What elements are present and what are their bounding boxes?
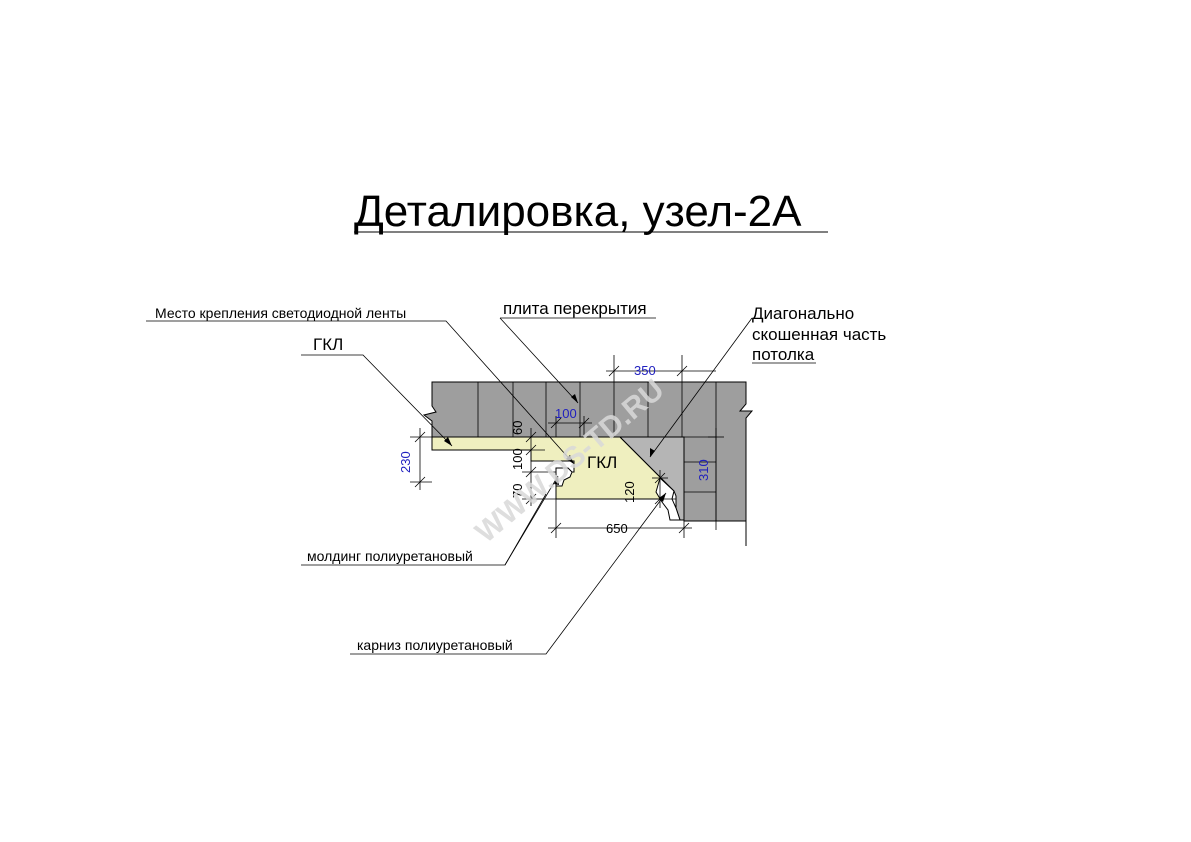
dim-60: 60 [510, 421, 525, 435]
dim-310: 310 [696, 459, 711, 481]
molding-profile [555, 467, 573, 487]
led-mount-label: Место крепления светодиодной ленты [155, 305, 406, 321]
gkl-left-label: ГКЛ [313, 335, 343, 354]
dim-650: 650 [606, 521, 628, 536]
diagonal-label-line1: Диагонально [752, 304, 854, 323]
drawing-title: Деталировка, узел-2А [354, 187, 802, 236]
dim-70: 70 [510, 484, 525, 498]
dim-120: 120 [622, 481, 637, 503]
dim-100-side: 100 [510, 448, 525, 470]
dim-100-top: 100 [555, 406, 577, 421]
molding-label: молдинг полиуретановый [307, 548, 473, 564]
slab-label: плита перекрытия [503, 299, 647, 318]
gkl-center-label: ГКЛ [587, 453, 617, 472]
dim-230: 230 [398, 451, 413, 473]
leader-lines [146, 317, 816, 655]
dimension-lines [410, 355, 724, 538]
cornice-label: карниз полиуретановый [357, 637, 513, 653]
dim-350: 350 [634, 363, 656, 378]
arrow-heads [444, 394, 666, 502]
diagonal-label-line2: скошенная часть [752, 325, 886, 344]
diagonal-label-line3: потолка [752, 345, 815, 364]
